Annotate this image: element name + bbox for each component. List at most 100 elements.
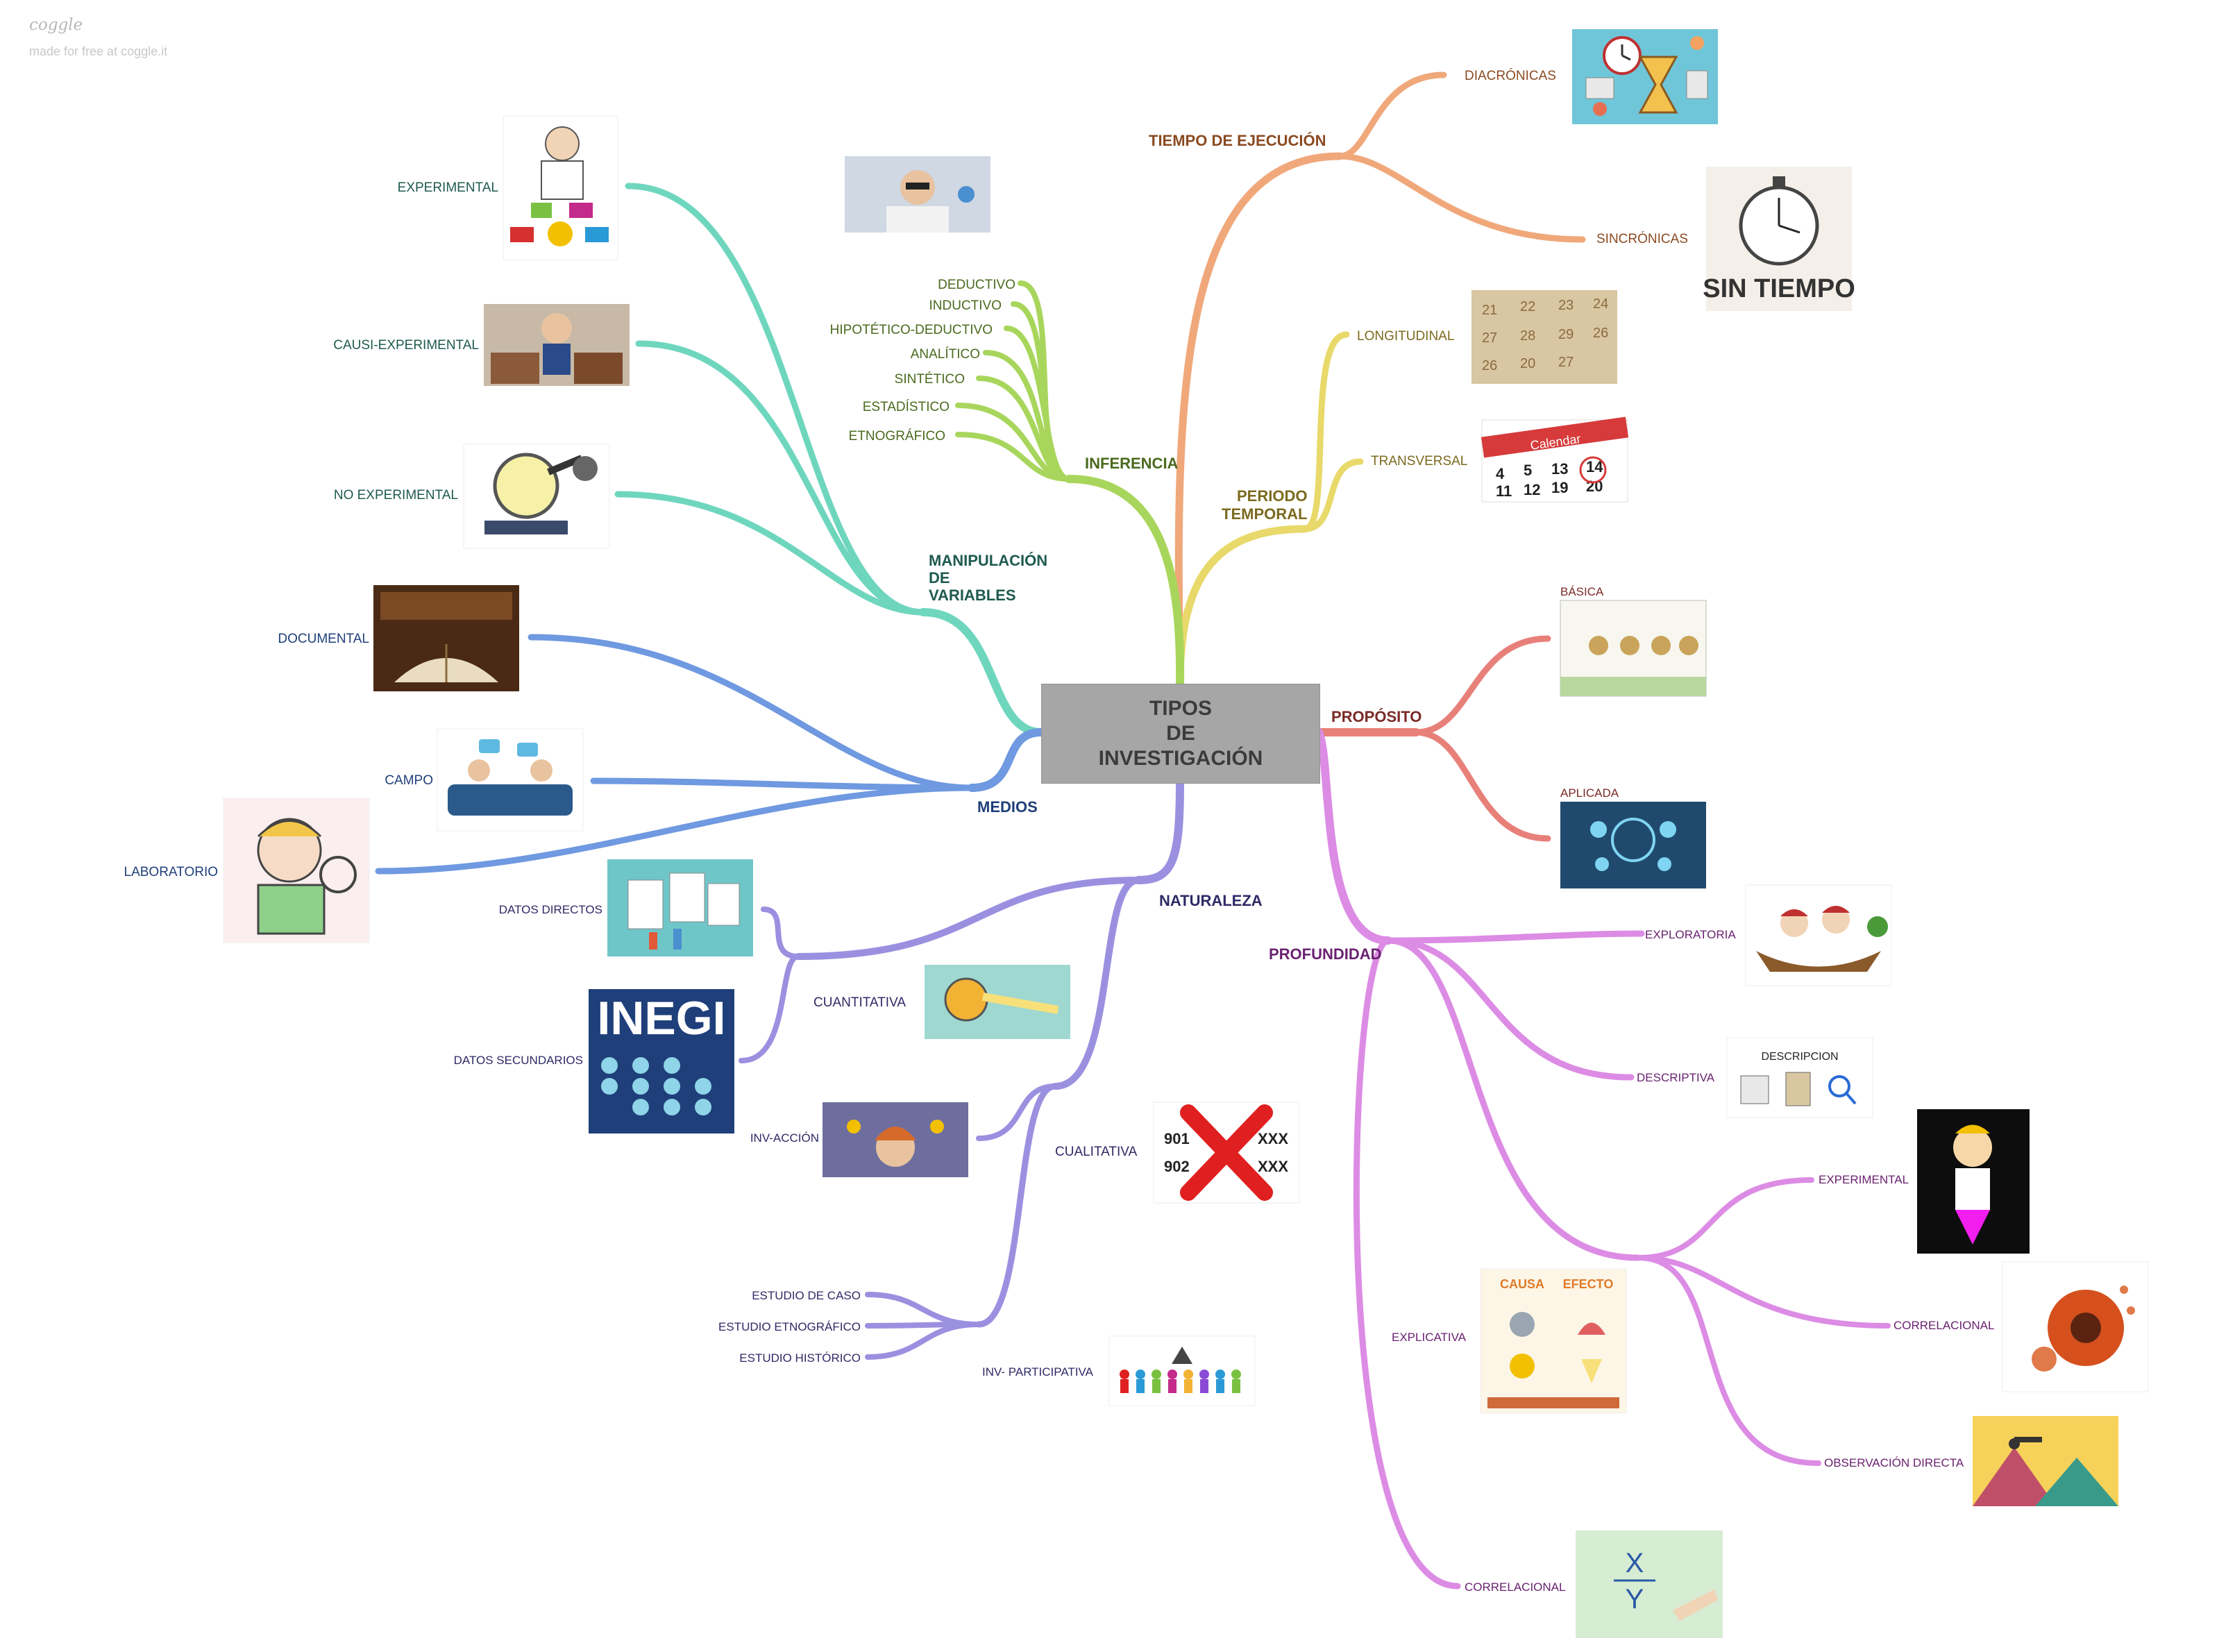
label-exploratoria[interactable]: EXPLORATORIA [1645,928,1736,941]
label-datos-secundarios[interactable]: DATOS SECUNDARIOS [454,1054,583,1067]
image-inv-participativa [1108,1335,1256,1406]
svg-text:23: 23 [1558,298,1574,313]
label-aplicada[interactable]: APLICADA [1560,786,1619,800]
label-inferencia[interactable]: INFERENCIA [1085,455,1179,472]
label-analitico[interactable]: ANALÍTICO [911,347,980,362]
label-no-experimental[interactable]: NO EXPERIMENTAL [334,488,458,503]
label-manipulacion-2[interactable]: DE [929,569,950,587]
label-estudio-historico[interactable]: ESTUDIO HISTÓRICO [739,1351,861,1365]
number-901: 901 [1164,1130,1190,1147]
branch-inferencia [955,280,1185,688]
number-902: 902 [1164,1158,1190,1175]
label-cuantitativa[interactable]: CUANTITATIVA [813,995,906,1010]
image-bg [1480,1268,1627,1414]
label-estadistico[interactable]: ESTADÍSTICO [863,400,950,414]
label-estudio-etnografico[interactable]: ESTUDIO ETNOGRÁFICO [718,1320,861,1333]
svg-text:4: 4 [1496,465,1505,482]
label-manipulacion-3[interactable]: VARIABLES [929,587,1016,604]
label-causi-experimental[interactable]: CAUSI-EXPERIMENTAL [333,338,479,353]
document-icon [627,879,664,929]
image-experimental-expl [1917,1109,2030,1254]
coggle-logo: coggle [29,16,83,34]
binoculars-icon [2014,1437,2042,1442]
central-topic-line2: DE [1166,722,1195,745]
label-periodo-1[interactable]: PERIODO [1237,487,1307,505]
label-proposito[interactable]: PROPÓSITO [1331,708,1422,725]
causa-text: CAUSA [1500,1277,1544,1291]
image-correlacional-prof: X Y [1576,1531,1723,1638]
hand-pen-icon [1673,1590,1718,1621]
label-inductivo[interactable]: INDUCTIVO [929,298,1002,313]
label-documental[interactable]: DOCUMENTAL [278,632,369,646]
image-bg [1471,290,1617,384]
label-descriptiva[interactable]: DESCRIPTIVA [1637,1071,1715,1084]
label-diacronicas[interactable]: DIACRÓNICAS [1465,68,1556,83]
y-var-text: Y [1626,1584,1644,1615]
label-correlacional-prof[interactable]: CORRELACIONAL [1465,1581,1565,1594]
image-no-experimental [463,444,610,549]
central-topic-line1: TIPOS [1149,697,1212,720]
image-sincronicas: SIN TIEMPO [1703,167,1855,311]
svg-text:27: 27 [1482,330,1497,346]
label-inv-accion[interactable]: INV-ACCIÓN [750,1131,819,1145]
central-topic[interactable]: TIPOS DE INVESTIGACIÓN [1041,684,1320,784]
label-longitudinal[interactable]: LONGITUDINAL [1357,329,1454,344]
central-topic-line3: INVESTIGACIÓN [1098,747,1263,770]
svg-text:5: 5 [1524,462,1532,479]
image-inferencia [845,156,990,233]
label-periodo-2[interactable]: TEMPORAL [1222,505,1307,523]
label-estudio-caso[interactable]: ESTUDIO DE CASO [752,1289,861,1302]
label-naturaleza[interactable]: NATURALEZA [1159,892,1263,909]
label-experimental-manip[interactable]: EXPERIMENTAL [398,180,498,195]
image-basica [1560,600,1707,697]
image-inv-accion [823,1102,968,1177]
image-datos-directos [607,859,753,956]
image-causi-experimental [484,304,630,386]
label-sincronicas[interactable]: SINCRÓNICAS [1596,231,1688,246]
sin-tiempo-text: SIN TIEMPO [1703,274,1855,303]
label-etnografico[interactable]: ETNOGRÁFICO [849,429,945,444]
label-hipotetico-deductivo[interactable]: HIPOTÉTICO-DEDUCTIVO [830,323,993,337]
image-observacion-directa [1973,1416,2118,1506]
label-profundidad[interactable]: PROFUNDIDAD [1269,945,1382,963]
branch-naturaleza [739,778,1184,1360]
image-descriptiva: DESCRIPCION [1726,1037,1873,1118]
label-cualitativa[interactable]: CUALITATIVA [1055,1145,1138,1159]
label-correlacional-expl[interactable]: CORRELACIONAL [1894,1319,1994,1332]
image-cuantitativa [925,965,1070,1039]
svg-text:28: 28 [1520,328,1535,344]
label-medios[interactable]: MEDIOS [977,798,1038,816]
image-bg [1576,1531,1723,1638]
label-inv-participativa[interactable]: INV- PARTICIPATIVA [982,1365,1094,1379]
label-manipulacion-1[interactable]: MANIPULACIÓN [929,552,1047,569]
label-explicativa[interactable]: EXPLICATIVA [1392,1331,1467,1344]
x-var-text: X [1626,1548,1644,1578]
label-basica[interactable]: BÁSICA [1560,585,1604,598]
svg-text:20: 20 [1520,356,1535,371]
image-laboratorio [223,798,370,943]
label-tiempo-ejecucion[interactable]: TIEMPO DE EJECUCIÓN [1149,132,1326,149]
label-transversal[interactable]: TRANSVERSAL [1371,454,1467,469]
image-cualitativa: 901 902 XXX XXX [1153,1102,1300,1204]
gear-icon [2032,1347,2057,1372]
label-observacion-directa[interactable]: OBSERVACIÓN DIRECTA [1824,1456,1964,1469]
label-campo[interactable]: CAMPO [385,773,433,788]
coggle-tagline[interactable]: made for free at coggle.it [29,44,167,58]
code-xxx-2: XXX [1258,1158,1288,1175]
label-sintetico[interactable]: SINTÉTICO [895,372,965,387]
label-datos-directos[interactable]: DATOS DIRECTOS [499,903,602,916]
branch-medios [375,634,1045,875]
magnifier-small-icon [1828,1075,1850,1097]
image-documental [373,585,519,691]
inferencia-children: DEDUCTIVO INDUCTIVO HIPOTÉTICO-DEDUCTIVO… [830,278,1015,444]
label-laboratorio[interactable]: LABORATORIO [124,865,219,879]
tape-measure-icon [944,977,988,1022]
label-deductivo[interactable]: DEDUCTIVO [938,278,1015,292]
descripcion-text: DESCRIPCION [1761,1051,1838,1063]
svg-text:26: 26 [1593,326,1608,341]
label-experimental-expl[interactable]: EXPERIMENTAL [1819,1173,1909,1186]
hourglass-icon [1638,56,1678,114]
